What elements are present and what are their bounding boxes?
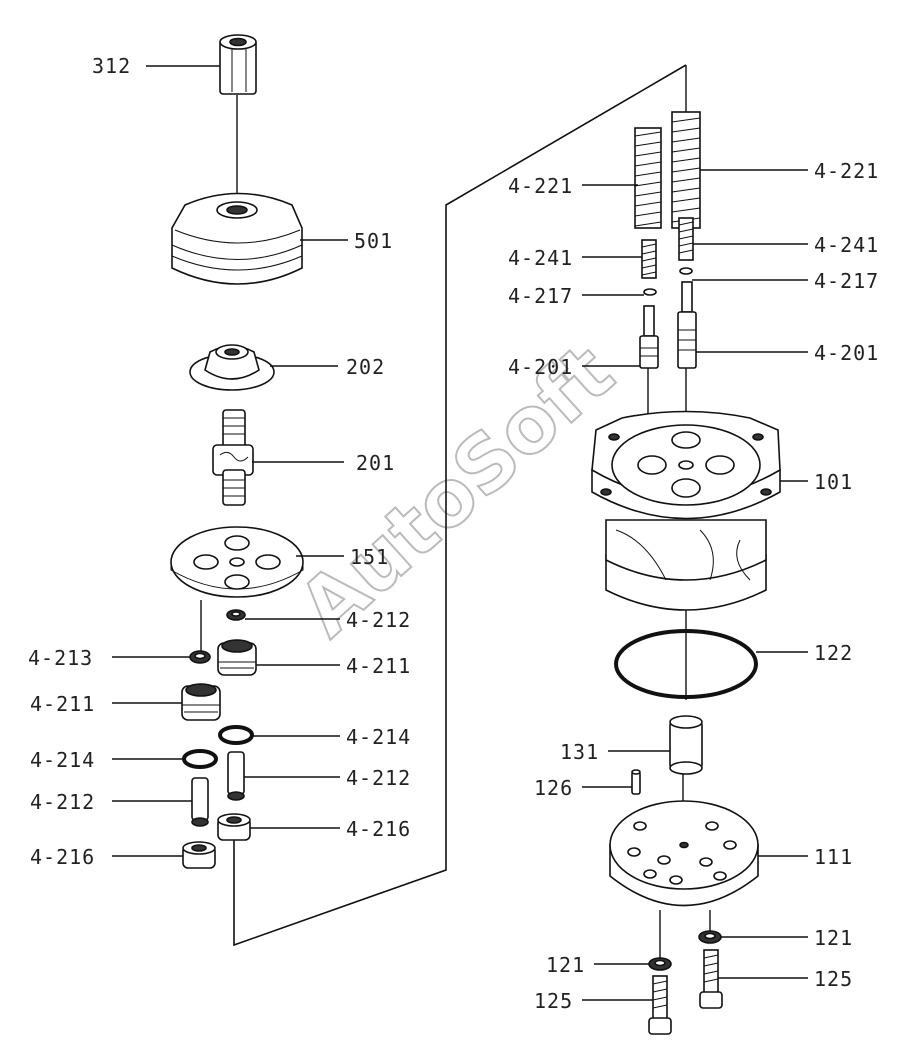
part-4-213-washer [189,650,211,664]
part-122-oring [614,629,758,699]
label-4-211-left: 4-211 [30,692,95,716]
part-4-211-spool-right [217,639,257,676]
part-4-214-oring-right [218,725,254,745]
label-126: 126 [534,776,573,800]
label-4-214-right: 4-214 [346,725,411,749]
part-312-hex-nut [219,34,257,95]
part-131-bushing [669,715,703,775]
section-boundary [233,64,687,947]
part-4-241-spring-left [641,239,657,279]
label-122: 122 [814,641,853,665]
part-202-disc [189,344,275,391]
part-4-214-oring-left [182,749,218,769]
part-126-pin [631,769,641,795]
part-121-washer-right [698,930,722,944]
part-4-216-bushing-right [217,813,251,841]
part-4-212-pin-left [191,777,209,827]
label-125-right: 125 [814,967,853,991]
part-4-217-ring-right [679,267,693,275]
label-4-213: 4-213 [28,646,93,670]
label-4-217-right: 4-217 [814,269,879,293]
label-4-216-right: 4-216 [346,817,411,841]
label-4-216-left: 4-216 [30,845,95,869]
label-151: 151 [350,545,389,569]
label-4-201-right: 4-201 [814,341,879,365]
part-4-212-pin-right [227,751,245,801]
part-4-221-spring-right [671,111,701,229]
label-201: 201 [356,451,395,475]
label-4-214-left: 4-214 [30,748,95,772]
part-4-221-spring-left [634,127,662,229]
part-4-211-spool-left [181,683,221,721]
part-4-241-spring-right [678,217,694,261]
label-4-241-left: 4-241 [508,246,573,270]
label-4-212-top: 4-212 [346,608,411,632]
label-4-217-left: 4-217 [508,284,573,308]
part-111-plate [609,800,759,907]
part-501-boot [171,192,303,285]
label-4-221-right: 4-221 [814,159,879,183]
label-121-left: 121 [546,953,585,977]
label-501: 501 [354,229,393,253]
part-201-joint [212,409,254,506]
label-4-211-right: 4-211 [346,654,411,678]
part-125-bolt-left [648,975,672,1035]
label-125-left: 125 [534,989,573,1013]
leader-lines [112,65,808,1001]
label-111: 111 [814,845,853,869]
part-labels: 312 501 202 201 151 4-212 4-213 4-211 4-… [28,54,879,1013]
part-151-plate [170,526,304,598]
part-101-body [591,410,781,611]
part-4-201-spool-right [677,281,697,369]
part-121-washer-left [648,957,672,971]
label-202: 202 [346,355,385,379]
part-125-bolt-right [699,949,723,1009]
label-312: 312 [92,54,131,78]
watermark: AutoSoft [282,328,630,654]
label-4-212-right: 4-212 [346,766,411,790]
label-4-221-left: 4-221 [508,174,573,198]
part-4-217-ring-left [643,288,657,296]
label-101: 101 [814,470,853,494]
label-4-212-left: 4-212 [30,790,95,814]
part-4-216-bushing-left [182,841,216,869]
label-4-201-left: 4-201 [508,355,573,379]
label-121-right: 121 [814,926,853,950]
label-4-241-right: 4-241 [814,233,879,257]
part-4-201-spool-left [639,305,659,369]
label-131: 131 [560,740,599,764]
part-4-212-washer-top [226,609,246,621]
